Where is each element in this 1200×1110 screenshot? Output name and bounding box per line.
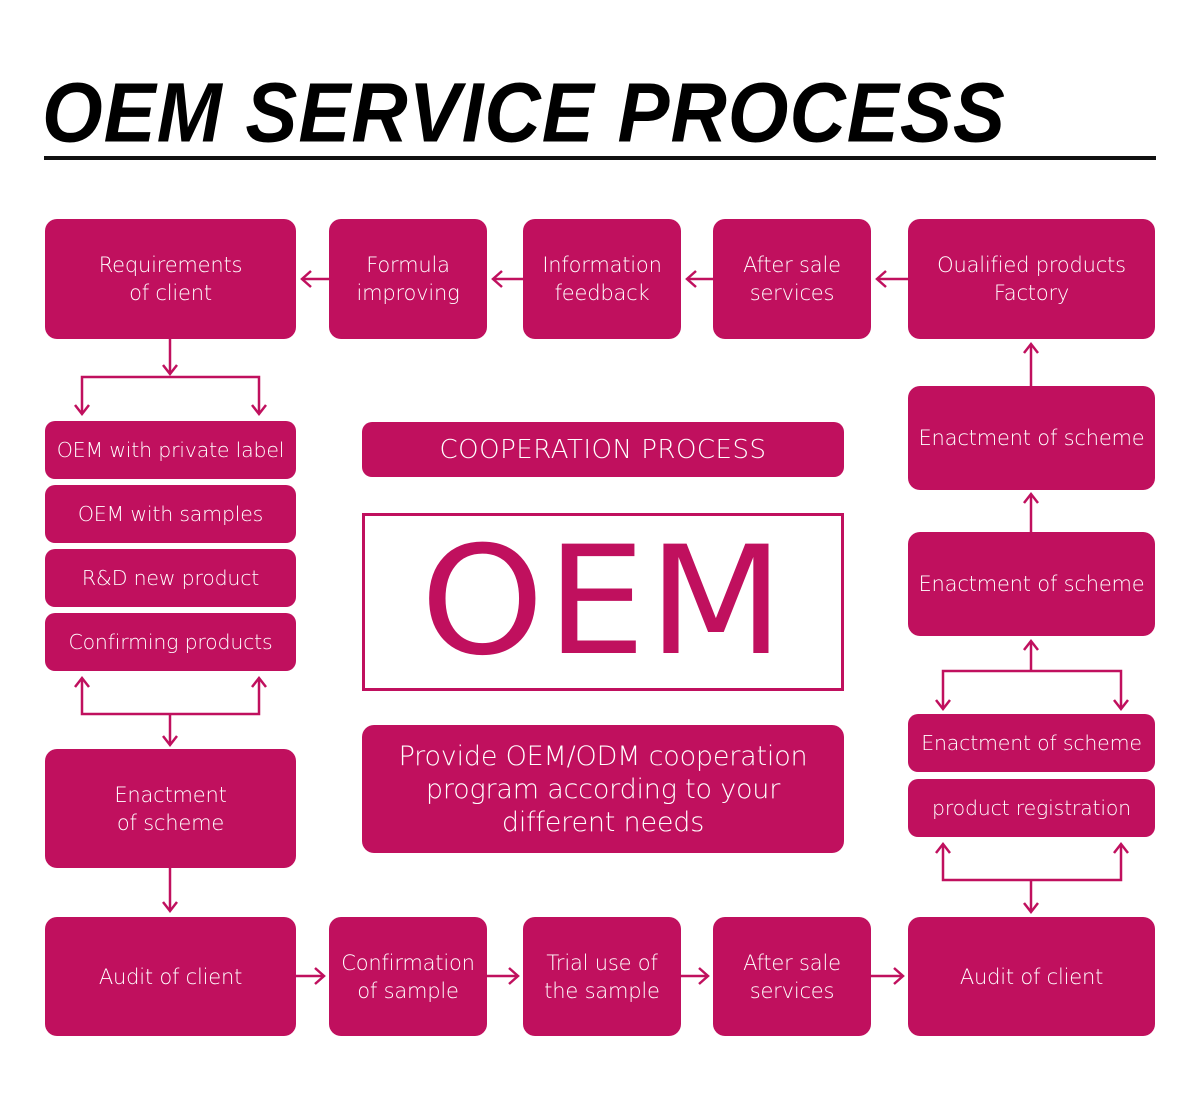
step-label: Information feedback [542,253,662,305]
step-label: Trial use of the sample [544,950,660,1003]
title-underline [44,156,1156,160]
option-label: OEM with private label [56,438,285,462]
arrow-right-icon [871,967,905,985]
arrow-right-icon [296,967,326,985]
cooperation-description: Provide OEM/ODM cooperation program acco… [362,725,844,853]
option-confirming-products: Confirming products [45,613,296,671]
step-label: Audit of client [959,964,1104,989]
step-label: Audit of client [98,964,243,989]
arrow-up-icon [1023,341,1039,386]
arrow-up-icon [1023,491,1039,532]
step-label: Enactment of scheme [921,731,1142,755]
option-oem-with-samples: OEM with samples [45,485,296,543]
option-label: OEM with samples [77,502,264,526]
header-label: COOPERATION PROCESS [439,434,767,465]
option-rd-new-product: R&D new product [45,549,296,607]
step-label: Enactment of scheme [918,572,1145,596]
step-enactment-of-scheme-r3: Enactment of scheme [908,714,1155,772]
arrow-left-icon [300,270,329,288]
step-enactment-of-scheme-r1: Enactment of scheme [908,386,1155,490]
step-information-feedback: Information feedback [523,219,681,339]
arrow-right-icon [681,967,710,985]
arrow-left-icon [685,270,713,288]
option-oem-private-label: OEM with private label [45,421,296,479]
page-title: OEM SERVICE PROCESS [42,64,1006,160]
arrow-right-icon [487,967,520,985]
step-confirmation-of-sample: Confirmation of sample [329,917,487,1036]
description-text: Provide OEM/ODM cooperation program acco… [398,740,808,838]
arrow-left-icon [491,270,523,288]
step-product-registration: product registration [908,779,1155,837]
step-label: product registration [932,796,1131,820]
option-label: R&D new product [81,566,260,590]
split-arrow-icon [935,841,1129,915]
split-arrow-down-icon [74,339,267,417]
step-after-sale-services-top: After sale services [713,219,871,339]
step-enactment-of-scheme-left: Enactment of scheme [45,749,296,868]
step-audit-of-client-right: Audit of client [908,917,1155,1036]
split-arrow-icon [935,638,1129,712]
step-label: Enactment of scheme [114,782,227,835]
oem-logo-frame: OEM [362,513,844,691]
step-after-sale-services-bottom: After sale services [713,917,871,1036]
oem-logo-text: OEM [420,515,786,689]
step-label: Enactment of scheme [918,426,1145,450]
step-label: Formula improving [356,253,460,305]
step-formula-improving: Formula improving [329,219,487,339]
step-label: Confirmation of sample [341,950,475,1003]
arrow-left-icon [875,270,908,288]
step-label: Requirements of client [98,253,243,305]
step-requirements-of-client: Requirements of client [45,219,296,339]
step-label: After sale services [743,253,841,305]
merge-arrow-icon [74,675,267,748]
step-trial-use-of-sample: Trial use of the sample [523,917,681,1036]
step-enactment-of-scheme-r2: Enactment of scheme [908,532,1155,636]
step-qualified-products-factory: Oualified products Factory [908,219,1155,339]
arrow-down-icon [162,868,178,914]
cooperation-process-header: COOPERATION PROCESS [362,422,844,477]
option-label: Confirming products [68,630,273,654]
step-label: After sale services [743,950,841,1003]
step-audit-of-client-left: Audit of client [45,917,296,1036]
step-label: Oualified products Factory [937,253,1126,305]
